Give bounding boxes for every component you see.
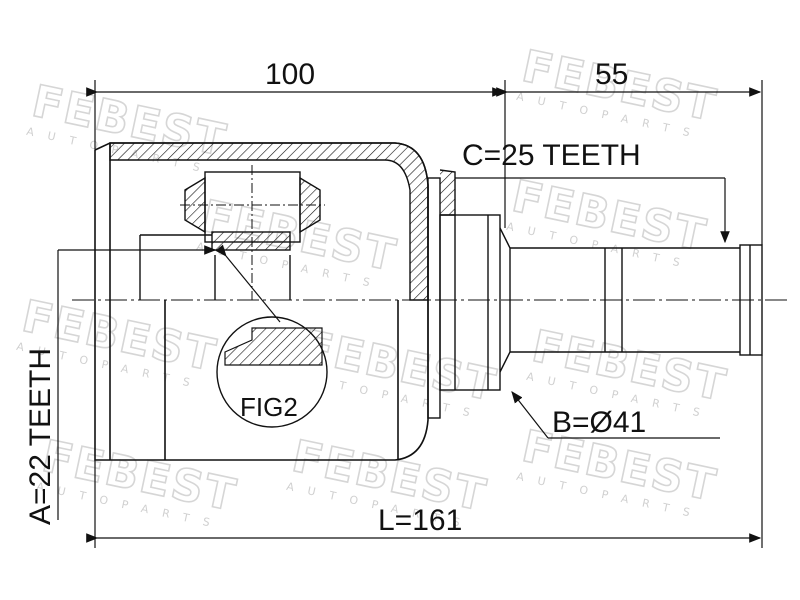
dimension-total-label: L=161 — [378, 504, 462, 537]
teeth-inner-label: A=22 TEETH — [24, 348, 57, 525]
watermark-1: FEBEST AUTOPARTS — [25, 75, 232, 177]
shaft-stub — [499, 227, 763, 373]
dimension-55-label: 55 — [595, 58, 628, 91]
boot-collar — [427, 169, 501, 419]
teeth-outer-label: C=25 TEETH — [462, 139, 641, 172]
tripod-spider — [139, 165, 325, 300]
dimension-55 — [496, 80, 763, 245]
seal-diameter-leader — [511, 391, 720, 439]
housing-section-hatch — [109, 142, 429, 301]
dimension-total — [86, 355, 763, 548]
teeth-outer-leader — [455, 177, 730, 244]
dimension-100 — [86, 80, 506, 228]
fig2-label: FIG2 — [240, 392, 298, 422]
watermark-4: FEBEST AUTOPARTS — [505, 170, 712, 272]
watermark-8: FEBEST AUTOPARTS — [35, 430, 242, 532]
teeth-inner-leader — [57, 245, 217, 520]
fig2-detail: FIG2 — [215, 244, 328, 428]
seal-diameter-label: B=Ø41 — [552, 406, 646, 439]
dimension-100-label: 100 — [265, 58, 315, 91]
